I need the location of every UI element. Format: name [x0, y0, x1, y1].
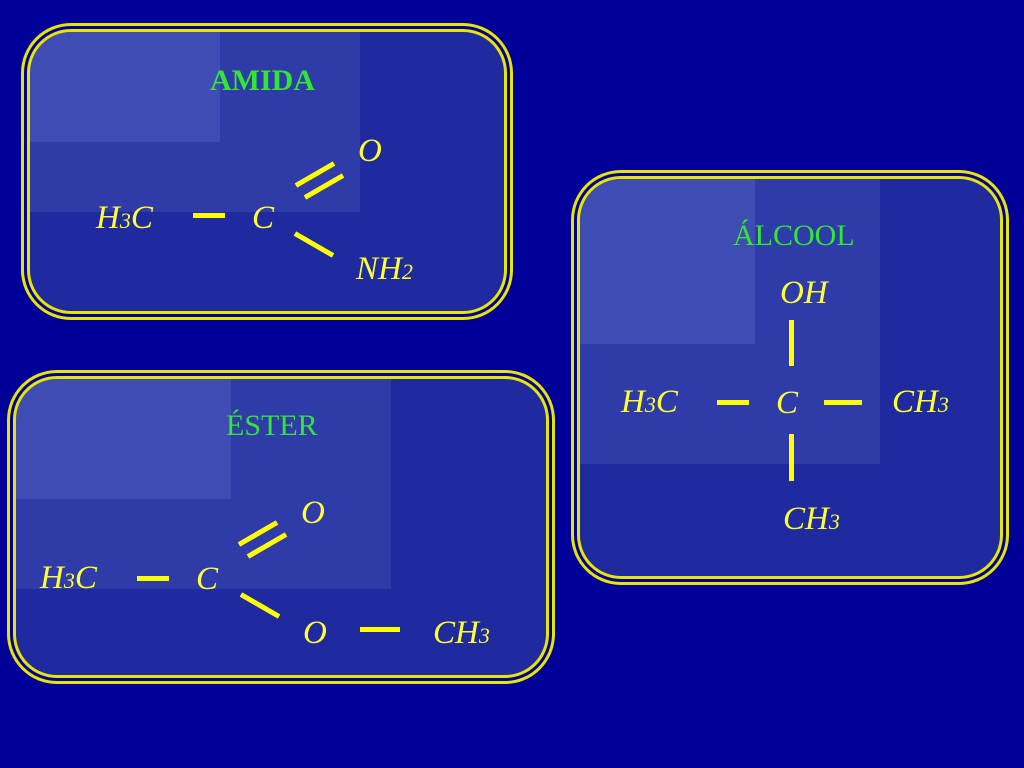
single-bond	[137, 576, 169, 581]
atom-label: CH	[433, 615, 479, 651]
amida-methyl-group: H3C	[96, 200, 153, 237]
panel-shade	[30, 32, 360, 212]
single-bond	[239, 592, 281, 619]
atom-subscript: 3	[644, 392, 656, 417]
atom-label: CH	[892, 384, 938, 420]
panel-shade	[16, 379, 231, 499]
atom-subscript: 3	[63, 568, 75, 593]
atom-label: H	[621, 384, 645, 420]
alcool-methyl-right: CH3	[892, 384, 949, 421]
ester-methyl-right: CH3	[433, 615, 490, 652]
alcool-panel: ÁLCOOL OH H3C C CH3 CH3	[577, 176, 1003, 579]
atom-label: H	[96, 200, 120, 236]
ester-carbon: C	[196, 561, 219, 597]
amida-title: AMIDA	[210, 64, 315, 97]
alcool-hydroxyl: OH	[780, 275, 828, 311]
alcool-methyl-bottom: CH3	[783, 501, 840, 538]
atom-subscript: 3	[937, 392, 949, 417]
atom-label: C	[74, 560, 97, 596]
amida-amine-group: NH2	[356, 251, 413, 288]
amida-panel: AMIDA H3C C O NH2	[27, 29, 507, 314]
alcool-title: ÁLCOOL	[733, 219, 855, 252]
panel-shade	[580, 179, 755, 344]
ester-methyl-group: H3C	[40, 560, 97, 597]
atom-subscript: 3	[478, 623, 490, 648]
alcool-carbon: C	[776, 385, 799, 421]
single-bond	[789, 320, 794, 366]
single-bond	[824, 400, 862, 405]
amida-oxygen: O	[358, 133, 382, 169]
panel-shade	[30, 32, 220, 142]
atom-label: CH	[783, 501, 829, 537]
single-bond	[717, 400, 749, 405]
single-bond	[360, 627, 400, 632]
panel-shade	[16, 379, 391, 589]
atom-label: C	[655, 384, 678, 420]
atom-subscript: 3	[119, 208, 131, 233]
amida-carbon: C	[252, 200, 275, 236]
atom-subscript: 3	[828, 509, 840, 534]
ester-oxygen-double: O	[301, 495, 325, 531]
ester-title: ÉSTER	[226, 409, 318, 442]
single-bond	[193, 213, 225, 218]
single-bond	[789, 434, 794, 481]
ester-oxygen-single: O	[303, 615, 327, 651]
atom-label: H	[40, 560, 64, 596]
single-bond	[293, 231, 335, 258]
ester-panel: ÉSTER H3C C O O CH3	[13, 376, 549, 678]
atom-label: NH	[356, 251, 402, 287]
atom-label: C	[130, 200, 153, 236]
alcool-methyl-left: H3C	[621, 384, 678, 421]
atom-subscript: 2	[401, 259, 413, 284]
